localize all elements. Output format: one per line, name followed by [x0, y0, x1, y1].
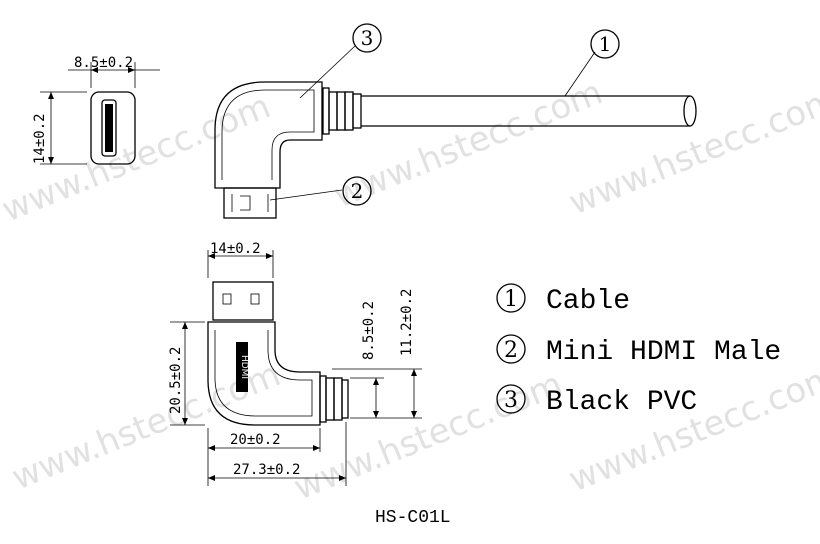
- hdmi-logo-text: HDMI: [239, 355, 249, 379]
- dim-inner-width: 20±0.2: [230, 432, 281, 448]
- legend: 1 Cable 2 Mini HDMI Male 3 Black PVC: [496, 283, 781, 418]
- end-view: 8.5±0.2 14±0.2: [32, 55, 160, 165]
- top-view: [214, 45, 697, 219]
- watermark: www.hstecc.com: [563, 356, 820, 500]
- dim-end-width: 8.5±0.2: [74, 55, 133, 71]
- dim-plug-width: 14±0.2: [210, 241, 261, 257]
- callout-2: 2: [351, 179, 364, 203]
- legend-num-1: 1: [504, 287, 518, 312]
- callout-1: 1: [599, 32, 612, 56]
- legend-label-cable: Cable: [546, 286, 630, 317]
- dim-overall-width: 27.3±0.2: [233, 462, 300, 478]
- legend-num-3: 3: [504, 388, 518, 413]
- legend-num-2: 2: [504, 338, 518, 363]
- watermark: www.hstecc.com: [288, 364, 568, 508]
- legend-label-mini-hdmi-male: Mini HDMI Male: [546, 337, 781, 368]
- side-view: HDMI 14±0.2 20.5±0.2 20±0.2 27.3±0.2 8.5: [168, 241, 422, 486]
- callouts: 3 1 2: [342, 23, 620, 206]
- dim-end-height: 14±0.2: [32, 113, 48, 164]
- dim-body-height: 20.5±0.2: [168, 347, 184, 414]
- callout-3: 3: [361, 26, 374, 50]
- dim-cable-offset: 8.5±0.2: [361, 301, 377, 360]
- legend-label-black-pvc: Black PVC: [546, 387, 697, 418]
- dim-plug-offset: 11.2±0.2: [399, 289, 415, 356]
- model-number: HS-C01L: [375, 508, 451, 528]
- hdmi-logo: [236, 342, 248, 392]
